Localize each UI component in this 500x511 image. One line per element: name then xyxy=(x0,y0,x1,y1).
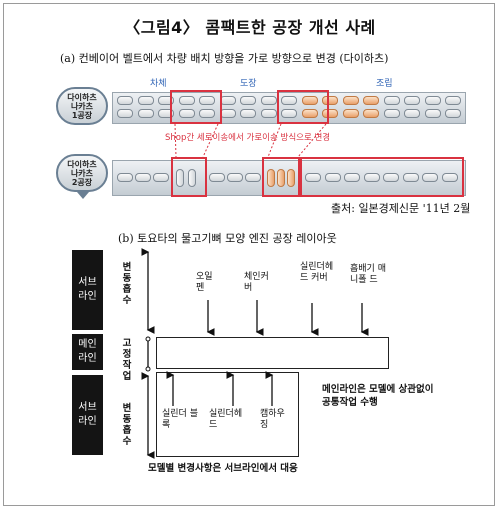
transfer-connectors xyxy=(174,123,327,158)
plant1-highlight-body xyxy=(170,90,222,124)
plant2-label-line1: 다이하츠 xyxy=(67,159,97,169)
car-icon xyxy=(422,173,438,182)
car-icon xyxy=(117,173,133,182)
car-icon xyxy=(363,109,379,118)
figure-title: 〈그림4〉 콤팩트한 공장 개선 사례 xyxy=(124,18,376,37)
car-icon xyxy=(209,173,225,182)
car-icon xyxy=(158,96,174,105)
car-icon xyxy=(137,109,154,118)
car-icon xyxy=(404,96,420,105)
plant2-pin-icon xyxy=(77,192,89,199)
plant1-label-line3: 1공장 xyxy=(71,110,93,120)
car-icon xyxy=(424,109,441,118)
plant2-label-line2: 나카츠 xyxy=(70,168,94,178)
variation-absorb-bottom: 변동 흡수 xyxy=(122,403,132,447)
sub-line-cam-housing: 캠하우 징 xyxy=(260,409,285,430)
car-icon xyxy=(199,109,215,118)
car-icon xyxy=(135,173,151,182)
plant2-highlight-paint xyxy=(262,157,300,197)
plant1-badge: 다이하츠 나카츠 1공장 xyxy=(56,87,108,125)
main-line-box xyxy=(156,337,389,369)
main-line-block: 메인 라인 xyxy=(72,334,103,370)
car-icon xyxy=(322,96,338,105)
car-icon xyxy=(260,96,277,105)
car-icon xyxy=(277,169,285,187)
source-citation: 출처: 일본경제신문 '11년 2월 xyxy=(331,202,471,215)
car-icon xyxy=(281,109,297,118)
sub-line-cylinder-block: 실린더 블 록 xyxy=(162,409,198,430)
car-icon xyxy=(245,173,261,182)
main-line-note: 메인라인은 모델에 상관없이 공통작업 수행 xyxy=(322,384,434,408)
car-icon xyxy=(363,96,379,105)
car-icon xyxy=(383,96,400,105)
plant1-highlight-paint xyxy=(277,90,329,124)
car-icon xyxy=(117,109,133,118)
car-icon xyxy=(188,169,196,187)
car-icon xyxy=(301,109,318,118)
process-label-assembly: 조립 xyxy=(376,79,393,89)
car-icon xyxy=(383,173,399,182)
sub-line-bottom-block: 서브 라인 xyxy=(72,375,103,455)
plant1-label-line1: 다이하츠 xyxy=(67,92,97,102)
section-a-caption: (a) 컨베이어 벨트에서 차량 배치 방향을 가로 방향으로 변경 (다이하츠… xyxy=(60,52,389,65)
car-icon xyxy=(445,96,461,105)
car-icon xyxy=(227,173,243,182)
car-icon xyxy=(137,96,154,105)
car-icon xyxy=(199,96,215,105)
car-icon xyxy=(324,173,341,182)
car-icon xyxy=(153,173,169,182)
car-icon xyxy=(260,109,277,118)
sub-line-note: 모델별 변경사항은 서브라인에서 대응 xyxy=(148,463,298,474)
process-label-paint: 도장 xyxy=(240,79,257,89)
plant2-badge: 다이하츠 나카츠 2공장 xyxy=(56,154,108,192)
car-icon xyxy=(363,173,380,182)
car-icon xyxy=(267,169,275,187)
variation-absorb-top: 변동 흡수 xyxy=(122,262,132,306)
car-icon xyxy=(176,169,184,187)
car-icon xyxy=(424,96,441,105)
fixed-work-label: 고정 작업 xyxy=(122,338,132,382)
sub-line-top-block: 서브 라인 xyxy=(72,250,103,330)
car-icon xyxy=(445,109,461,118)
car-icon xyxy=(344,173,360,182)
section-b-caption: (b) 토요타의 물고기뼈 모양 엔진 공장 레이아웃 xyxy=(118,232,337,245)
car-icon xyxy=(287,169,295,187)
car-icon xyxy=(404,109,420,118)
car-icon xyxy=(342,109,359,118)
sub-line-manifold: 흡배기 매니폴 드 xyxy=(350,264,386,285)
car-icon xyxy=(441,173,458,182)
car-icon xyxy=(301,96,318,105)
figure-frame xyxy=(3,3,495,506)
sub-line-cylinder-head: 실린더헤 드 xyxy=(209,409,243,430)
car-icon xyxy=(178,96,195,105)
car-icon xyxy=(342,96,359,105)
car-icon xyxy=(240,109,256,118)
car-icon xyxy=(240,96,256,105)
car-icon xyxy=(305,173,321,182)
plant2-highlight-assembly xyxy=(300,157,464,197)
shop-transfer-note: Shop간 세로이송에서 가로이송 방식으로 변경 xyxy=(165,133,331,143)
plant1-label-line2: 나카츠 xyxy=(70,101,94,111)
sub-line-oil-pan: 오일 펜 xyxy=(196,272,213,293)
car-icon xyxy=(281,96,297,105)
plant2-highlight-body xyxy=(171,157,207,197)
sub-line-cylinder-head-cover: 실린더헤 드 커버 xyxy=(300,262,334,283)
car-icon xyxy=(322,109,338,118)
sub-line-chain-cover: 체인커 버 xyxy=(244,272,269,293)
car-icon xyxy=(178,109,195,118)
car-icon xyxy=(117,96,133,105)
process-label-body: 차체 xyxy=(150,79,167,89)
car-icon xyxy=(383,109,400,118)
car-icon xyxy=(402,173,419,182)
plant2-label-line3: 2공장 xyxy=(71,177,93,187)
car-icon xyxy=(158,109,174,118)
